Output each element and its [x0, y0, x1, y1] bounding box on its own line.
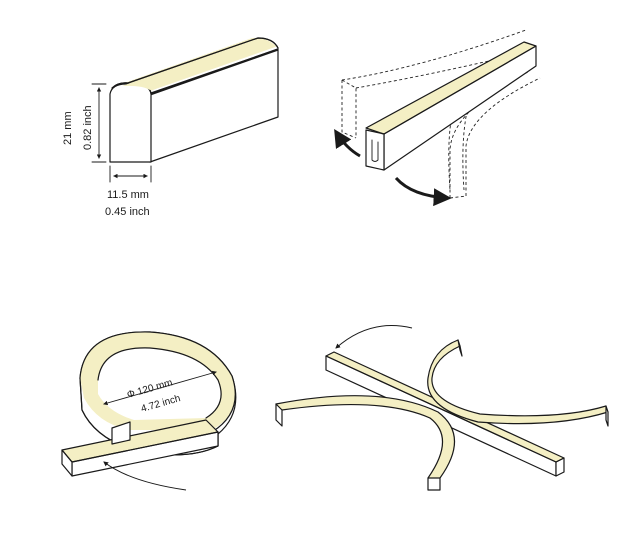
- height-mm-label: 21 mm: [62, 111, 74, 145]
- cut-direction-arrow: [335, 325, 413, 349]
- bending-radius-panel: Φ 120 mm 4.72 inch: [61, 331, 237, 491]
- profile-front-face: [109, 83, 152, 163]
- strip-front-face: [365, 129, 385, 171]
- coil-direction-arrow: [103, 461, 187, 491]
- left-arc-glow: [276, 395, 455, 478]
- width-mm-label: 11.5 mm: [107, 189, 149, 201]
- coil-top-glow: [80, 331, 236, 430]
- cutting-panel: [275, 325, 609, 491]
- width-inch-label: 0.45 inch: [105, 206, 150, 218]
- bending-direction-panel: [334, 29, 541, 207]
- height-inch-label: 0.82 inch: [82, 105, 94, 150]
- right-arc-glow: [427, 340, 608, 424]
- bend-up-arrow: [334, 128, 361, 158]
- strip-top-glow: [366, 42, 536, 134]
- bend-side-arrow: [394, 176, 452, 207]
- profile-dimension-panel: 21 mm 0.82 inch 11.5 mm 0.45 inch: [62, 37, 279, 218]
